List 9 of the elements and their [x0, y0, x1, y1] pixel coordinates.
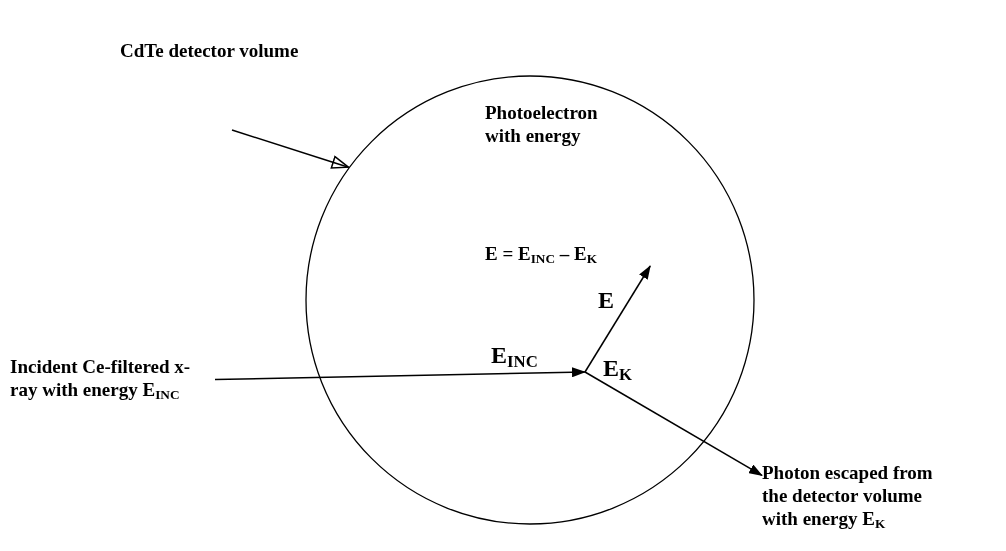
text-label: Incident Ce-filtered x-ray with energy E$_{INC}$ — [10, 356, 192, 402]
text-label: E = E$_{INC}$ – E$_{K}$ — [485, 242, 599, 266]
arrow — [231, 129, 350, 169]
text-label: CdTe detector volume — [120, 40, 300, 63]
arrow — [214, 367, 586, 381]
arrow — [584, 371, 763, 477]
text-label: Photon escaped from the detector volume with energy E$_{K}$ — [762, 462, 934, 531]
text-label: Photoelectron with energy — [485, 102, 599, 148]
arrow — [584, 265, 651, 373]
